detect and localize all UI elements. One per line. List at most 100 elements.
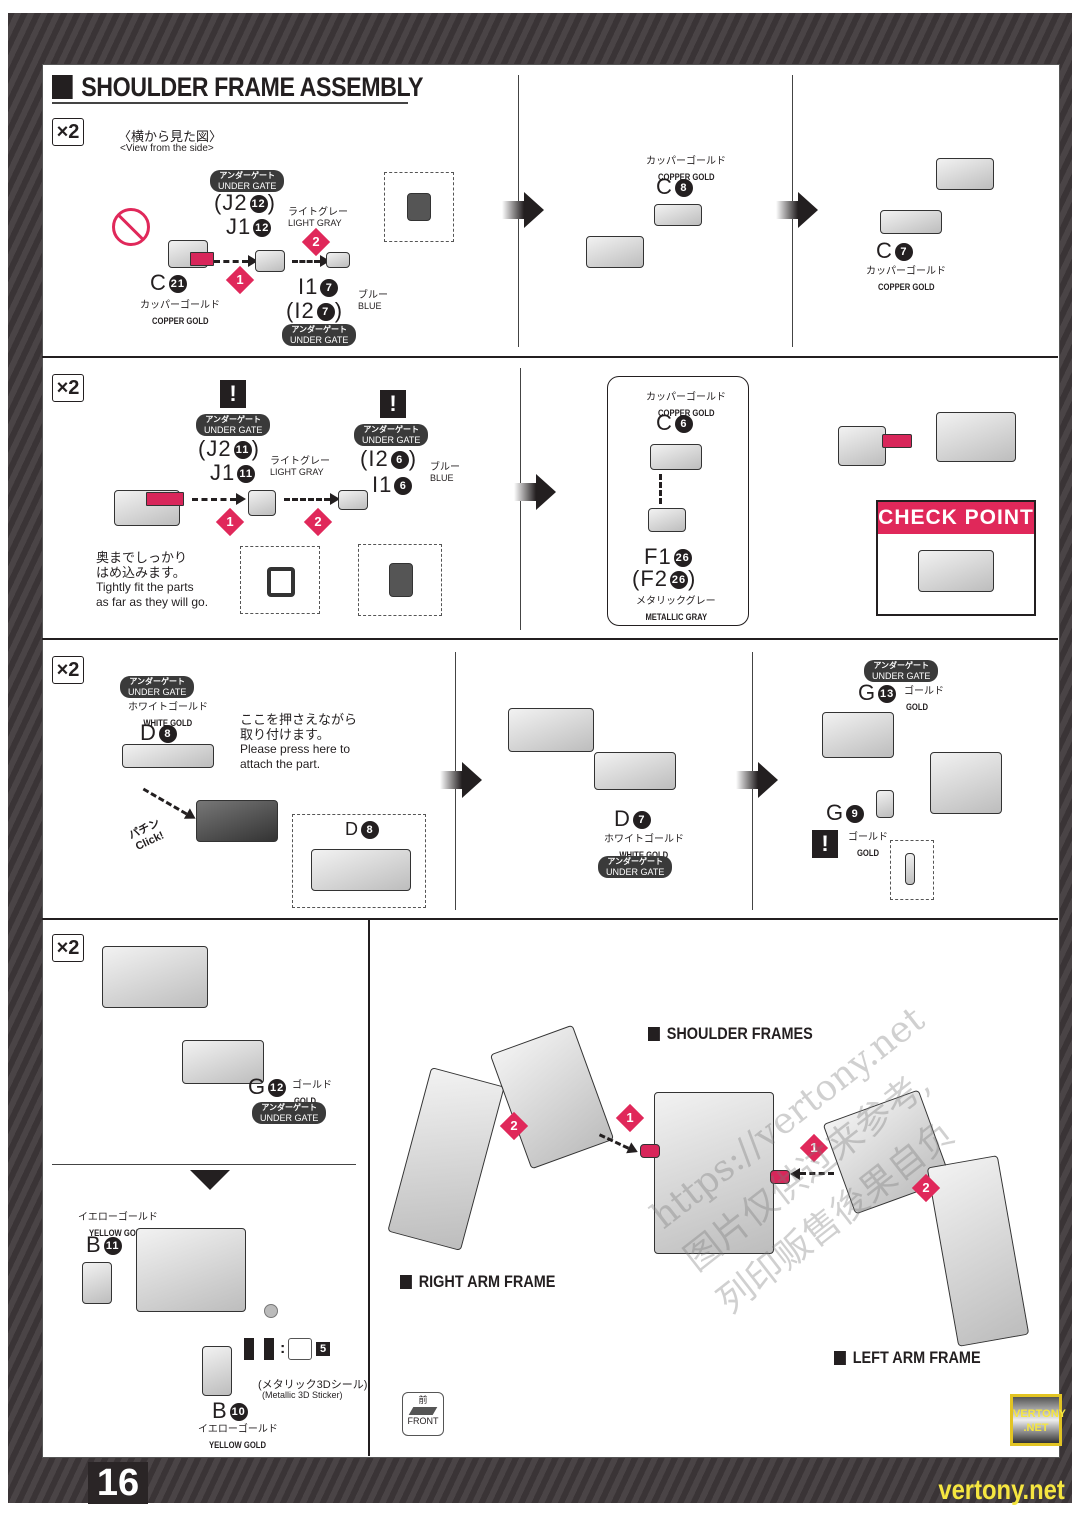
part-highlight <box>146 492 184 506</box>
check-point-image <box>918 550 994 592</box>
gate-detail-image <box>267 567 295 597</box>
torso-image <box>654 1092 774 1254</box>
sticker-point-icon <box>264 1304 278 1318</box>
gate-detail-image <box>407 193 431 221</box>
step-badge-2: 2 <box>303 507 333 537</box>
step-badge-1: 1 <box>215 507 245 537</box>
part-b10-image <box>202 1346 232 1396</box>
left-arm-frame-label: LEFT ARM FRAME <box>834 1348 981 1368</box>
part-b11-image <box>82 1262 112 1304</box>
part-assembly-image <box>936 412 1016 462</box>
detail-inset <box>240 546 320 614</box>
no-nipper-icon <box>112 208 150 246</box>
warning-icon: ! <box>220 380 246 408</box>
callout-box <box>607 376 749 626</box>
part-assembly-image <box>936 158 994 190</box>
front-arrow-icon <box>408 1407 438 1415</box>
part-d8-image <box>122 744 214 768</box>
shoulder-frames-label: SHOULDER FRAMES <box>648 1024 813 1044</box>
row-divider <box>42 638 1058 640</box>
next-step-arrow-icon <box>502 192 544 228</box>
part-c8-image <box>654 204 702 226</box>
assembly-arrow <box>292 255 330 267</box>
next-step-arrow-icon <box>514 474 556 510</box>
quantity-badge: ×2 <box>52 374 84 402</box>
view-side-jp: 〈横から見た図〉 <box>118 129 223 144</box>
part-c6-image <box>650 444 702 470</box>
page-title: SHOULDER FRAME ASSEMBLY <box>52 70 424 104</box>
row-divider <box>42 356 1058 358</box>
row-divider <box>42 918 1058 920</box>
gate-detail-image <box>905 853 915 885</box>
sticker-type-jp: (メタリック3Dシール) <box>258 1379 368 1391</box>
part-assembly-image <box>508 708 594 752</box>
part-f1-image <box>648 508 686 532</box>
part-d7-image <box>594 752 676 790</box>
part-i1-image <box>326 252 350 268</box>
down-arrow-icon <box>190 1170 230 1190</box>
assembly-arrow <box>214 255 258 267</box>
check-point-box: CHECK POINT <box>876 500 1036 616</box>
step-badge-1: 1 <box>615 1103 645 1133</box>
joint-peg-left <box>640 1144 660 1158</box>
check-point-header: CHECK POINT <box>878 502 1034 534</box>
right-arm-frame-label: RIGHT ARM FRAME <box>400 1272 555 1292</box>
part-assembly-image <box>930 752 1002 814</box>
part-g13-image <box>822 712 894 758</box>
view-side-en: <View from the side> <box>120 143 214 154</box>
detail-inset <box>358 544 442 616</box>
fit-note: 奥までしっかり はめ込みます。 Tightly fit the parts as… <box>96 550 209 609</box>
press-note: ここを押さえながら 取り付けます。 Please press here to a… <box>240 712 358 771</box>
part-g12-image <box>182 1040 264 1084</box>
vertony-logo: VERTONY.NET <box>1010 1394 1066 1446</box>
part-assembly-image <box>586 236 644 268</box>
part-highlight <box>882 434 912 448</box>
column-divider <box>368 918 370 1456</box>
quantity-badge: ×2 <box>52 118 84 146</box>
quantity-badge: ×2 <box>52 934 84 962</box>
part-c21-highlight <box>190 252 214 266</box>
colon: : <box>280 1340 286 1357</box>
quantity-badge: ×2 <box>52 656 84 684</box>
detail-inset <box>384 172 454 242</box>
